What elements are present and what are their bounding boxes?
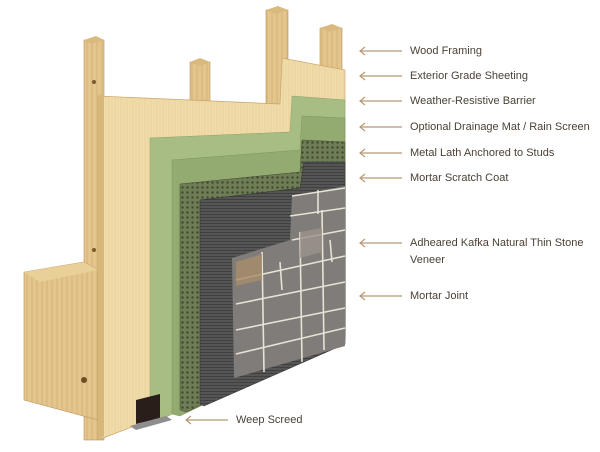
arrow-left-icon [359, 291, 402, 301]
callout-label-weather-resistive-barrier: Weather-Resistive Barrier [410, 95, 536, 107]
callout-label-wood-framing: Wood Framing [410, 45, 482, 57]
callout-label-metal-lath: Metal Lath Anchored to Studs [410, 147, 555, 159]
callout-arrows [185, 46, 402, 425]
bottom-plate [23, 261, 99, 421]
stone-veneer [232, 186, 346, 378]
arrow-left-icon [359, 238, 402, 248]
callout-label-mortar-scratch-coat: Mortar Scratch Coat [410, 172, 509, 184]
callout-label-mortar-joint: Mortar Joint [410, 290, 469, 302]
arrow-left-icon [359, 71, 402, 81]
arrow-left-icon [185, 415, 228, 425]
callout-label-stone-veneer: Adheared Kafka Natural Thin Stone Veneer [410, 237, 584, 266]
weep-screed [130, 394, 172, 430]
callout-label-exterior-grade-sheeting: Exterior Grade Sheeting [410, 70, 529, 82]
arrow-left-icon [359, 122, 402, 132]
callout-label-optional-drainage-mat: Optional Drainage Mat / Rain Screen [410, 121, 590, 133]
arrow-left-icon [359, 173, 402, 183]
arrow-left-icon [359, 148, 402, 158]
callout-label-weep-screed: Weep Screed [236, 414, 303, 426]
arrow-left-icon [359, 96, 402, 106]
arrow-left-icon [359, 46, 402, 56]
